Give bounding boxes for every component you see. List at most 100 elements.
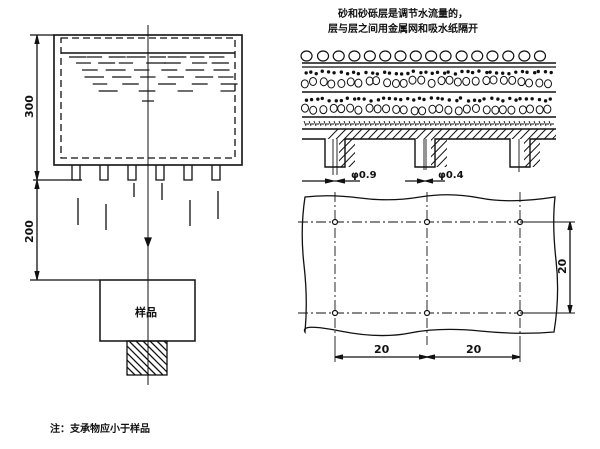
gravel xyxy=(300,103,309,113)
gravel xyxy=(428,104,437,114)
gravel xyxy=(543,104,552,114)
gravel xyxy=(518,105,527,115)
gravel xyxy=(373,104,382,114)
tank-nozzles xyxy=(71,165,221,181)
gravel xyxy=(435,104,444,114)
gravel xyxy=(471,76,480,86)
sample-label: 样品 xyxy=(135,305,157,319)
gravel xyxy=(418,106,427,116)
gravel xyxy=(454,106,463,116)
gravel xyxy=(372,76,381,86)
gravel xyxy=(507,105,516,115)
gravel xyxy=(354,105,363,115)
pebble xyxy=(332,50,345,62)
pebble xyxy=(316,50,330,62)
gravel xyxy=(491,105,500,115)
gravel xyxy=(329,103,338,113)
gravel xyxy=(346,77,355,87)
gravel xyxy=(437,76,446,86)
gravel xyxy=(444,105,453,115)
gravel xyxy=(365,76,374,86)
water-drops xyxy=(77,183,219,230)
gravel xyxy=(489,75,498,85)
pebble xyxy=(409,50,422,62)
gravel xyxy=(365,103,374,113)
pebble xyxy=(471,50,484,62)
gravel xyxy=(309,76,318,86)
gravel xyxy=(462,76,471,86)
gravel xyxy=(482,76,491,86)
gravel xyxy=(309,105,318,115)
gravel xyxy=(417,75,426,85)
support xyxy=(126,340,168,376)
pebble xyxy=(425,50,438,62)
nozzle-hole xyxy=(331,309,339,317)
gravel xyxy=(535,105,544,115)
height-dimensions xyxy=(30,34,100,281)
nozzle-hole xyxy=(331,218,339,226)
gravel xyxy=(300,79,309,89)
gravel xyxy=(517,77,526,87)
gravel xyxy=(544,79,553,89)
pebble xyxy=(348,50,361,62)
nozzle xyxy=(127,165,137,181)
gravel xyxy=(408,75,417,85)
nozzle xyxy=(71,165,81,181)
gravel xyxy=(327,79,336,89)
gravel xyxy=(346,103,355,113)
pebble xyxy=(439,50,452,62)
pebble xyxy=(502,50,515,62)
grid-dim-vertical: 20 xyxy=(556,258,569,274)
gravel xyxy=(499,75,508,85)
gravel xyxy=(354,78,363,88)
gravel xyxy=(453,77,462,87)
pebble xyxy=(455,50,468,62)
diameter-0-4: φ0.4 xyxy=(438,170,464,181)
grid-dim-h2: 20 xyxy=(466,343,482,356)
nozzle-grid xyxy=(298,192,575,362)
gravel xyxy=(392,104,401,114)
dim-200: 200 xyxy=(23,220,36,243)
gravel xyxy=(319,77,328,87)
gravel xyxy=(319,105,328,115)
note: 注：支承物应小于样品 xyxy=(50,422,150,435)
grid-dim-h1: 20 xyxy=(374,343,390,356)
nozzle xyxy=(155,165,165,181)
gravel xyxy=(391,78,400,88)
diameter-0-9: φ0.9 xyxy=(351,170,377,181)
gravel xyxy=(445,75,454,85)
nozzle-hole xyxy=(423,218,431,226)
gravel xyxy=(410,106,419,116)
nozzle xyxy=(99,165,109,181)
flow-arrow xyxy=(144,237,152,248)
pebble xyxy=(533,50,547,62)
pebble xyxy=(300,50,313,62)
nozzle xyxy=(211,165,221,181)
gravel xyxy=(508,75,517,85)
nozzle xyxy=(183,165,193,181)
pebble xyxy=(486,50,499,62)
title-line-2: 层与层之间用金属网和吸水纸隔开 xyxy=(328,22,478,35)
gravel xyxy=(427,78,436,88)
nozzle-hole xyxy=(423,309,431,317)
gravel xyxy=(526,104,535,114)
pebble xyxy=(394,50,407,62)
title-line-1: 砂和砂砾层是调节水流量的， xyxy=(337,7,468,20)
gravel xyxy=(399,105,408,115)
gravel xyxy=(337,78,346,88)
nozzle-diameter-dims xyxy=(302,178,445,184)
pebble xyxy=(363,50,376,62)
gravel xyxy=(482,105,491,115)
gravel xyxy=(462,104,471,114)
gravel xyxy=(337,104,346,114)
pebble xyxy=(379,50,392,62)
gravel xyxy=(382,104,391,114)
gravel xyxy=(471,103,480,113)
filter-layers xyxy=(300,50,556,175)
gravel xyxy=(383,78,392,88)
pebble xyxy=(518,50,531,62)
dim-300: 300 xyxy=(23,95,36,118)
gravel xyxy=(535,78,544,88)
gravel xyxy=(525,78,534,88)
